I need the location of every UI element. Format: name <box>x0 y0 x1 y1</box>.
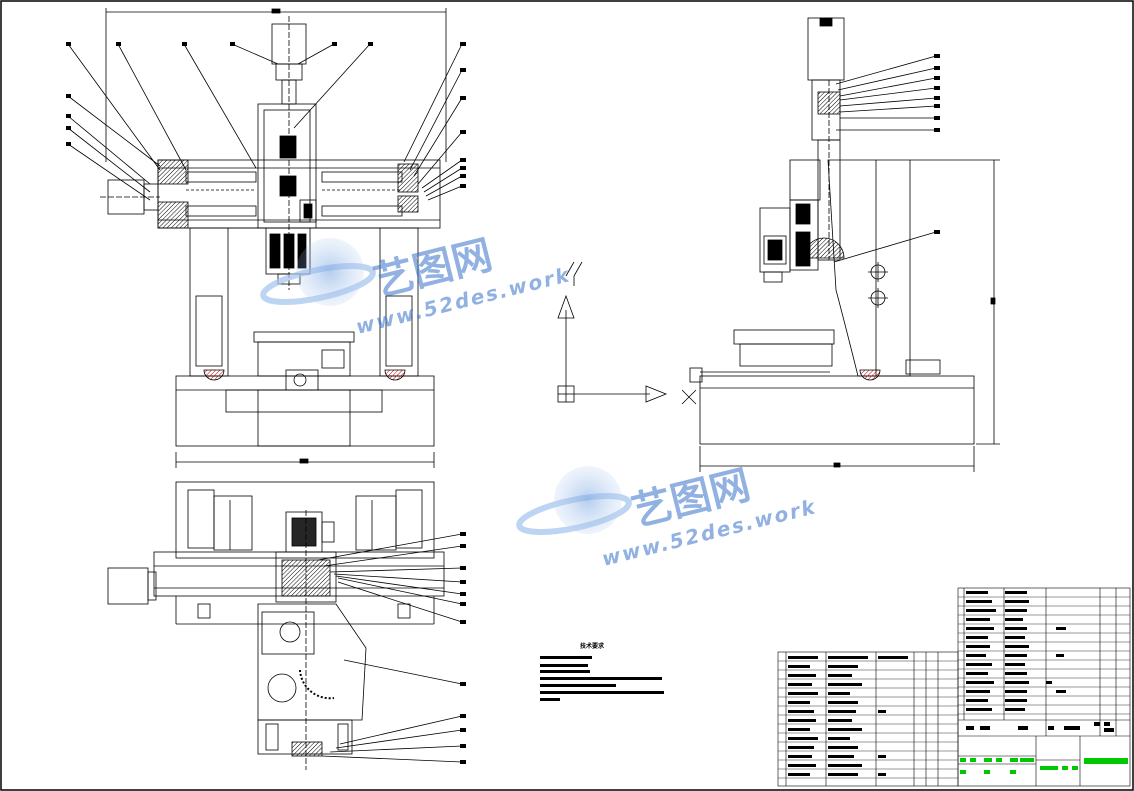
tech-requirements: 技术要求 <box>540 642 664 701</box>
watermark-2: 艺图网 www.52des.work <box>516 462 819 571</box>
front-view <box>67 8 463 468</box>
top-view <box>107 481 463 770</box>
top-view-labels <box>460 532 466 764</box>
side-view-labels <box>934 54 940 234</box>
coordinate-axis <box>557 261 697 405</box>
title-block <box>777 587 1131 787</box>
front-view-labels <box>66 42 466 188</box>
title-block-rows <box>778 596 1130 779</box>
title-block-fill <box>788 591 1114 776</box>
watermark-1: 艺图网 www.52des.work <box>260 232 573 339</box>
side-view <box>689 17 1000 472</box>
tech-requirements-title: 技术要求 <box>580 642 605 650</box>
title-block-green <box>960 758 1128 774</box>
